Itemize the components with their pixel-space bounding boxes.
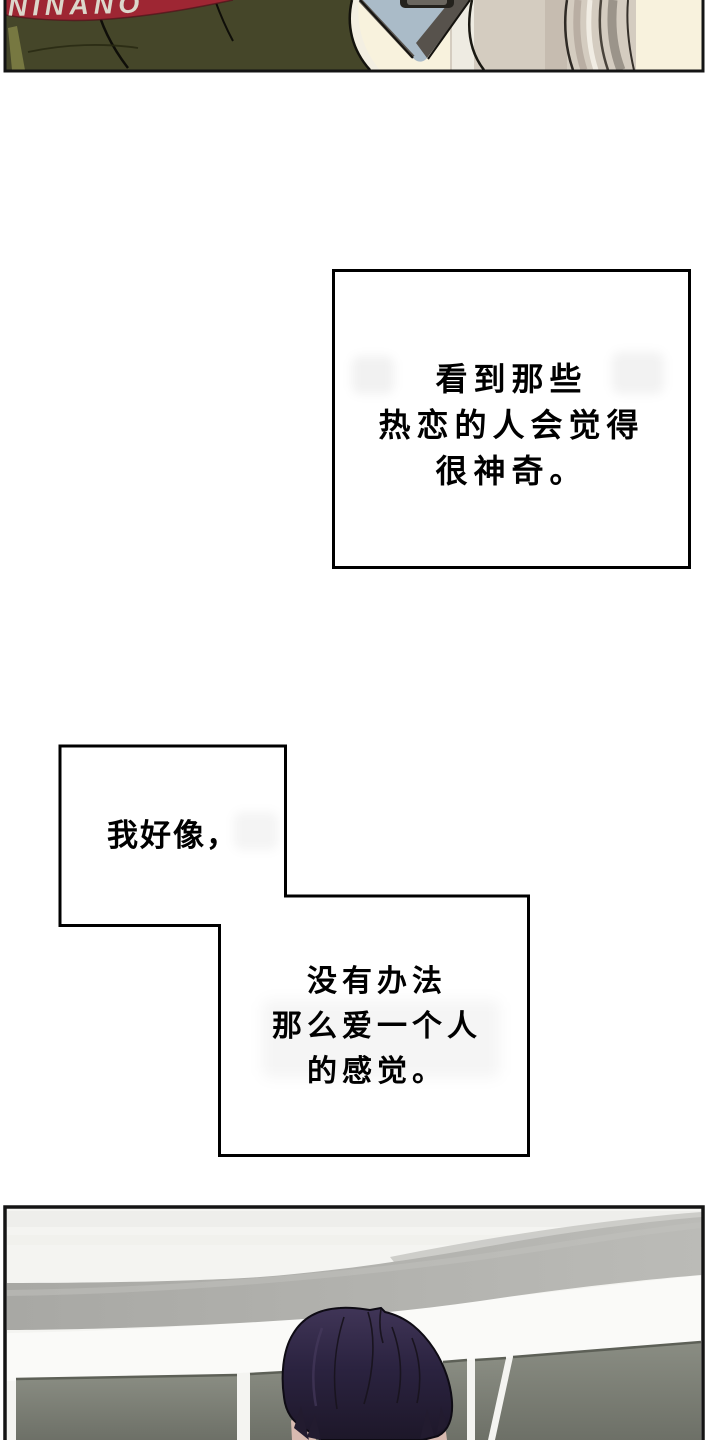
hair-sheen	[312, 1327, 324, 1407]
caption-line: 的感觉。	[307, 1054, 447, 1088]
caption-line: 看到那些	[435, 361, 588, 397]
wall-panel-1	[16, 1375, 237, 1440]
panel-top-border	[3, 0, 705, 73]
hair-tips	[294, 1406, 447, 1440]
hair	[281, 1306, 454, 1440]
character-head	[281, 1306, 454, 1440]
caption-box-2-shape	[58, 744, 530, 1157]
collar	[358, 0, 471, 62]
panel-top: NINANO	[3, 0, 705, 73]
wall-panel-4	[475, 1358, 506, 1440]
caption-box-1: 看到那些 热恋的人会觉得 很神奇。	[332, 269, 691, 569]
jacket-brand-text: NINANO	[7, 0, 144, 22]
background-gap	[344, 0, 380, 70]
panel-bottom-border	[3, 1205, 705, 1440]
caption-line: 没有办法	[307, 964, 447, 998]
caption-line: 那么爱一个人	[272, 1009, 482, 1043]
jacket-highlight	[8, 26, 25, 70]
panel-bottom	[3, 1205, 705, 1440]
strands	[563, 0, 635, 70]
jacket-red-band: NINANO	[6, 0, 234, 22]
ceiling-band	[6, 1217, 702, 1330]
caption-box-2-outline	[58, 744, 530, 1157]
wall-panel-5	[495, 1342, 701, 1440]
caption-box-2a: 我好像，	[62, 747, 284, 925]
hair-strand-lines	[333, 1308, 421, 1410]
jacket-pocket-line	[27, 44, 139, 53]
caption-box-2b: 没有办法 那么爱一个人 的感觉。	[220, 897, 528, 1155]
caption-line: 我好像，	[107, 818, 239, 853]
caption-line: 热恋的人会觉得	[378, 407, 645, 443]
caption-line: 很神奇。	[435, 453, 588, 489]
